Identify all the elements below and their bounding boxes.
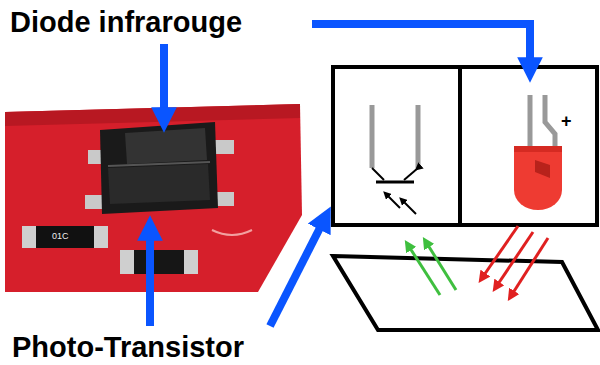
- led-symbol: [514, 95, 562, 210]
- light-rays: [408, 226, 548, 296]
- sensor-housing: [333, 67, 597, 225]
- leader-arrows: [150, 24, 530, 326]
- component-marking: 01C: [52, 232, 69, 241]
- part-label: Photo-Transistor: [12, 333, 244, 362]
- reflecting-surface: [333, 256, 598, 330]
- part-label: Diode infrarouge: [10, 8, 242, 37]
- polarity-mark: +: [561, 112, 572, 130]
- phototransistor-symbol: [372, 105, 418, 214]
